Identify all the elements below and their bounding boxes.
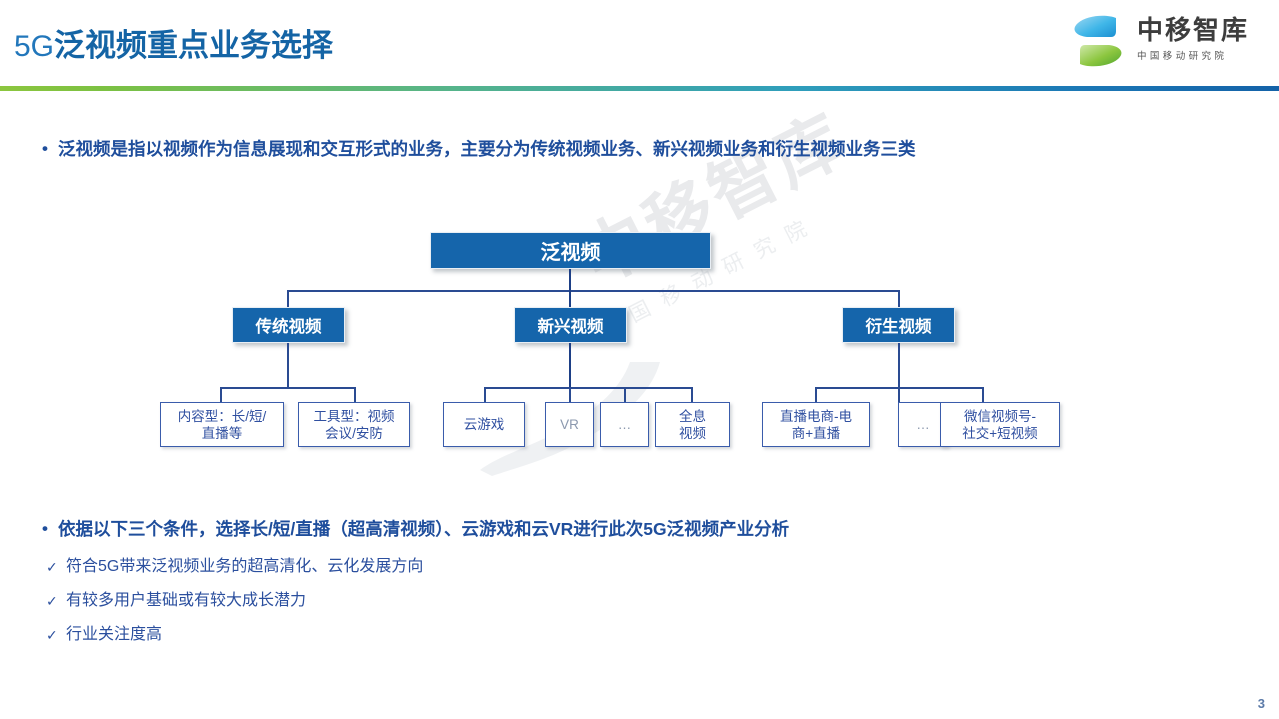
connector-branch-3-leaf-2 <box>898 387 900 402</box>
bullet-2-text: 依据以下三个条件，选择长/短/直播（超高清视频）、云游戏和云VR进行此次5G泛视… <box>58 519 790 539</box>
diagram-leaf-live-ecommerce-line1: 直播电商-电 <box>780 408 852 424</box>
bullet-1-text: 泛视频是指以视频作为信息展现和交互形式的业务，主要分为传统视频业务、新兴视频业务… <box>58 139 916 159</box>
check-mark-icon-2: ✓ <box>46 593 58 609</box>
diagram-leaf-live-ecommerce[interactable]: 直播电商-电 商+直播 <box>762 402 870 447</box>
diagram-leaf-more-derivative-label: … <box>916 417 930 432</box>
bullet-item-2: • 依据以下三个条件，选择长/短/直播（超高清视频）、云游戏和云VR进行此次5G… <box>32 518 789 540</box>
diagram-leaf-content-type-line1: 内容型：长/短/ <box>177 408 267 424</box>
connector-level1-bus <box>287 290 899 292</box>
connector-branch-2-leaf-4 <box>691 387 693 402</box>
check-mark-icon-1: ✓ <box>46 559 58 575</box>
connector-branch-2-bus <box>484 387 692 389</box>
diagram-leaf-wechat-channels[interactable]: 微信视频号- 社交+短视频 <box>940 402 1060 447</box>
video-taxonomy-diagram: 泛视频 传统视频 新兴视频 衍生视频 内容型：长/短/ 直播等 工具型：视频 会… <box>0 200 1279 490</box>
check-item-3-text: 行业关注度高 <box>66 626 163 643</box>
diagram-leaf-more-emerging[interactable]: … <box>600 402 649 447</box>
slide-header: 5G泛视频重点业务选择 中移智库 中国移动研究院 <box>0 0 1279 91</box>
diagram-leaf-content-type-line2: 直播等 <box>201 425 243 441</box>
connector-branch-3-leaf-3 <box>982 387 984 402</box>
diagram-node-branch-2-label: 新兴视频 <box>537 318 604 336</box>
diagram-leaf-wechat-channels-line2: 社交+短视频 <box>962 425 1038 441</box>
diagram-leaf-vr[interactable]: VR <box>545 402 594 447</box>
diagram-node-branch-3-label: 衍生视频 <box>865 318 932 336</box>
connector-branch-2-stem <box>569 343 572 388</box>
connector-drop-branch-3 <box>898 290 900 308</box>
check-item-2: ✓ 有较多用户基础或有较大成长潜力 <box>46 590 306 612</box>
diagram-leaf-content-type[interactable]: 内容型：长/短/ 直播等 <box>160 402 284 447</box>
connector-branch-3-stem <box>898 343 900 388</box>
header-gradient-rule <box>0 86 1279 91</box>
brand-logo: 中移智库 中国移动研究院 <box>1067 8 1267 76</box>
diagram-node-root-label: 泛视频 <box>540 242 601 264</box>
diagram-leaf-holographic-video[interactable]: 全息 视频 <box>655 402 730 447</box>
diagram-node-root[interactable]: 泛视频 <box>430 232 711 269</box>
page-number: 3 <box>1257 696 1265 711</box>
diagram-leaf-more-emerging-label: … <box>617 417 632 432</box>
check-item-3: ✓ 行业关注度高 <box>46 624 162 646</box>
connector-root-stem <box>569 269 572 291</box>
diagram-leaf-tool-type-line1: 工具型：视频 <box>313 408 395 424</box>
diagram-node-branch-1-label: 传统视频 <box>255 318 322 336</box>
diagram-leaf-wechat-channels-line1: 微信视频号- <box>964 408 1036 424</box>
check-item-1-text: 符合5G带来泛视频业务的超高清化、云化发展方向 <box>66 558 424 575</box>
diagram-leaf-vr-label: VR <box>560 417 579 432</box>
diagram-leaf-holographic-video-line1: 全息 <box>679 408 706 424</box>
connector-drop-branch-1 <box>287 290 289 308</box>
connector-drop-branch-2 <box>569 290 572 308</box>
page-title: 5G泛视频重点业务选择 <box>14 20 333 65</box>
connector-branch-3-leaf-1 <box>815 387 817 402</box>
diagram-leaf-cloud-gaming-label: 云游戏 <box>463 417 505 432</box>
diagram-leaf-tool-type-line2: 会议/安防 <box>325 425 383 441</box>
bullet-dot-icon-2: • <box>42 519 48 538</box>
check-item-1: ✓ 符合5G带来泛视频业务的超高清化、云化发展方向 <box>46 556 423 578</box>
brand-name: 中移智库 <box>1137 15 1250 45</box>
connector-branch-1-leaf-2 <box>354 387 356 402</box>
page-title-lead: 5G <box>14 30 55 63</box>
connector-branch-1-bus <box>220 387 355 389</box>
connector-branch-1-stem <box>287 343 289 388</box>
connector-branch-2-leaf-3 <box>624 387 626 402</box>
connector-branch-1-leaf-1 <box>220 387 222 402</box>
bullet-dot-icon: • <box>42 139 48 158</box>
check-mark-icon-3: ✓ <box>46 627 58 643</box>
brand-subtitle: 中国移动研究院 <box>1137 51 1228 62</box>
check-item-2-text: 有较多用户基础或有较大成长潜力 <box>66 592 307 609</box>
page-title-main: 泛视频重点业务选择 <box>54 28 334 63</box>
bullet-item-1: • 泛视频是指以视频作为信息展现和交互形式的业务，主要分为传统视频业务、新兴视频… <box>32 138 916 160</box>
diagram-node-branch-1[interactable]: 传统视频 <box>232 307 345 343</box>
diagram-leaf-holographic-video-line2: 视频 <box>679 425 706 441</box>
connector-branch-2-leaf-1 <box>484 387 486 402</box>
diagram-node-branch-3[interactable]: 衍生视频 <box>842 307 955 343</box>
diagram-leaf-live-ecommerce-line2: 商+直播 <box>791 425 841 441</box>
connector-branch-2-leaf-2 <box>569 387 571 402</box>
brand-logo-text: 中移智库 中国移动研究院 <box>1137 16 1267 62</box>
diagram-leaf-cloud-gaming[interactable]: 云游戏 <box>443 402 525 447</box>
diagram-leaf-tool-type[interactable]: 工具型：视频 会议/安防 <box>298 402 410 447</box>
diagram-node-branch-2[interactable]: 新兴视频 <box>514 307 627 343</box>
zhongyi-s-logo-icon <box>1074 15 1122 67</box>
